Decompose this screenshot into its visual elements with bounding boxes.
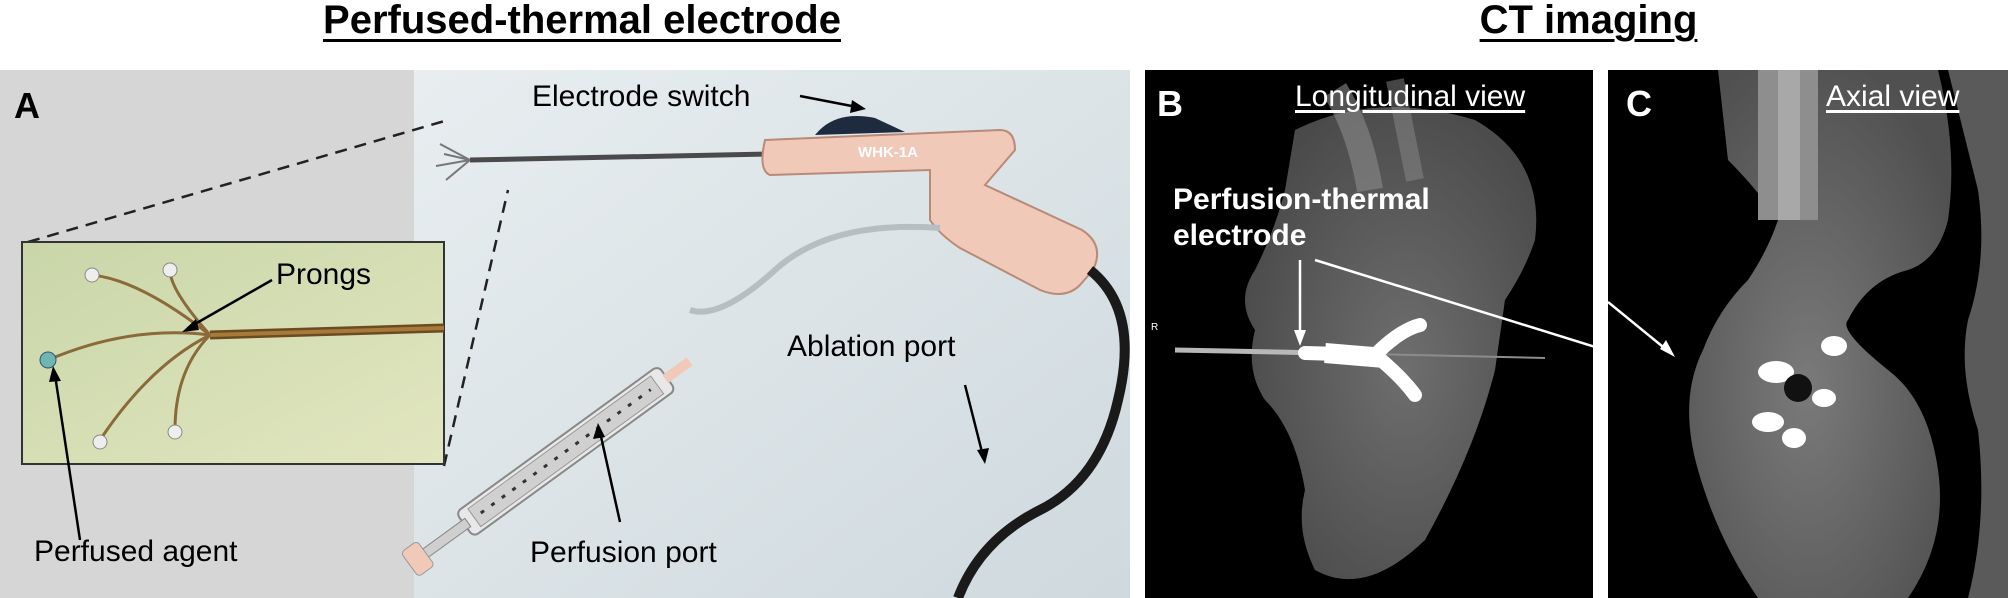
panel-label-b: B (1157, 83, 1183, 124)
panel-label-a: A (14, 85, 40, 126)
annotation-perfused-agent: Perfused agent (34, 535, 238, 568)
header-ct-imaging: CT imaging (1479, 0, 1698, 42)
device-photo-illustration: WHK-1A (0, 70, 1130, 598)
ct-longitudinal-image (1145, 70, 1593, 598)
annotation-perfusion-thermal-electrode: Perfusion-thermal electrode (1173, 183, 1430, 252)
view-label-axial: Axial view (1826, 80, 1960, 113)
ct-orientation-marker: R (1151, 322, 1159, 333)
header-perfused-thermal-electrode: Perfused-thermal electrode (323, 0, 841, 42)
annotation-prongs: Prongs (276, 258, 372, 291)
annotation-electrode-switch: Electrode switch (532, 80, 751, 113)
annotation-perfusion-port: Perfusion port (530, 536, 717, 569)
view-label-longitudinal: Longitudinal view (1295, 80, 1526, 113)
panel-c-ct-axial: C Axial view (1608, 70, 2008, 598)
ct-axial-image (1608, 70, 2008, 598)
device-model-text: WHK-1A (858, 144, 918, 161)
annotation-ablation-port: Ablation port (787, 330, 956, 363)
panel-label-c: C (1626, 83, 1652, 124)
panel-b-ct-longitudinal: B Longitudinal view Perfusion-thermal el… (1145, 70, 1593, 598)
panel-a-device-photo: WHK-1A (0, 70, 1130, 598)
